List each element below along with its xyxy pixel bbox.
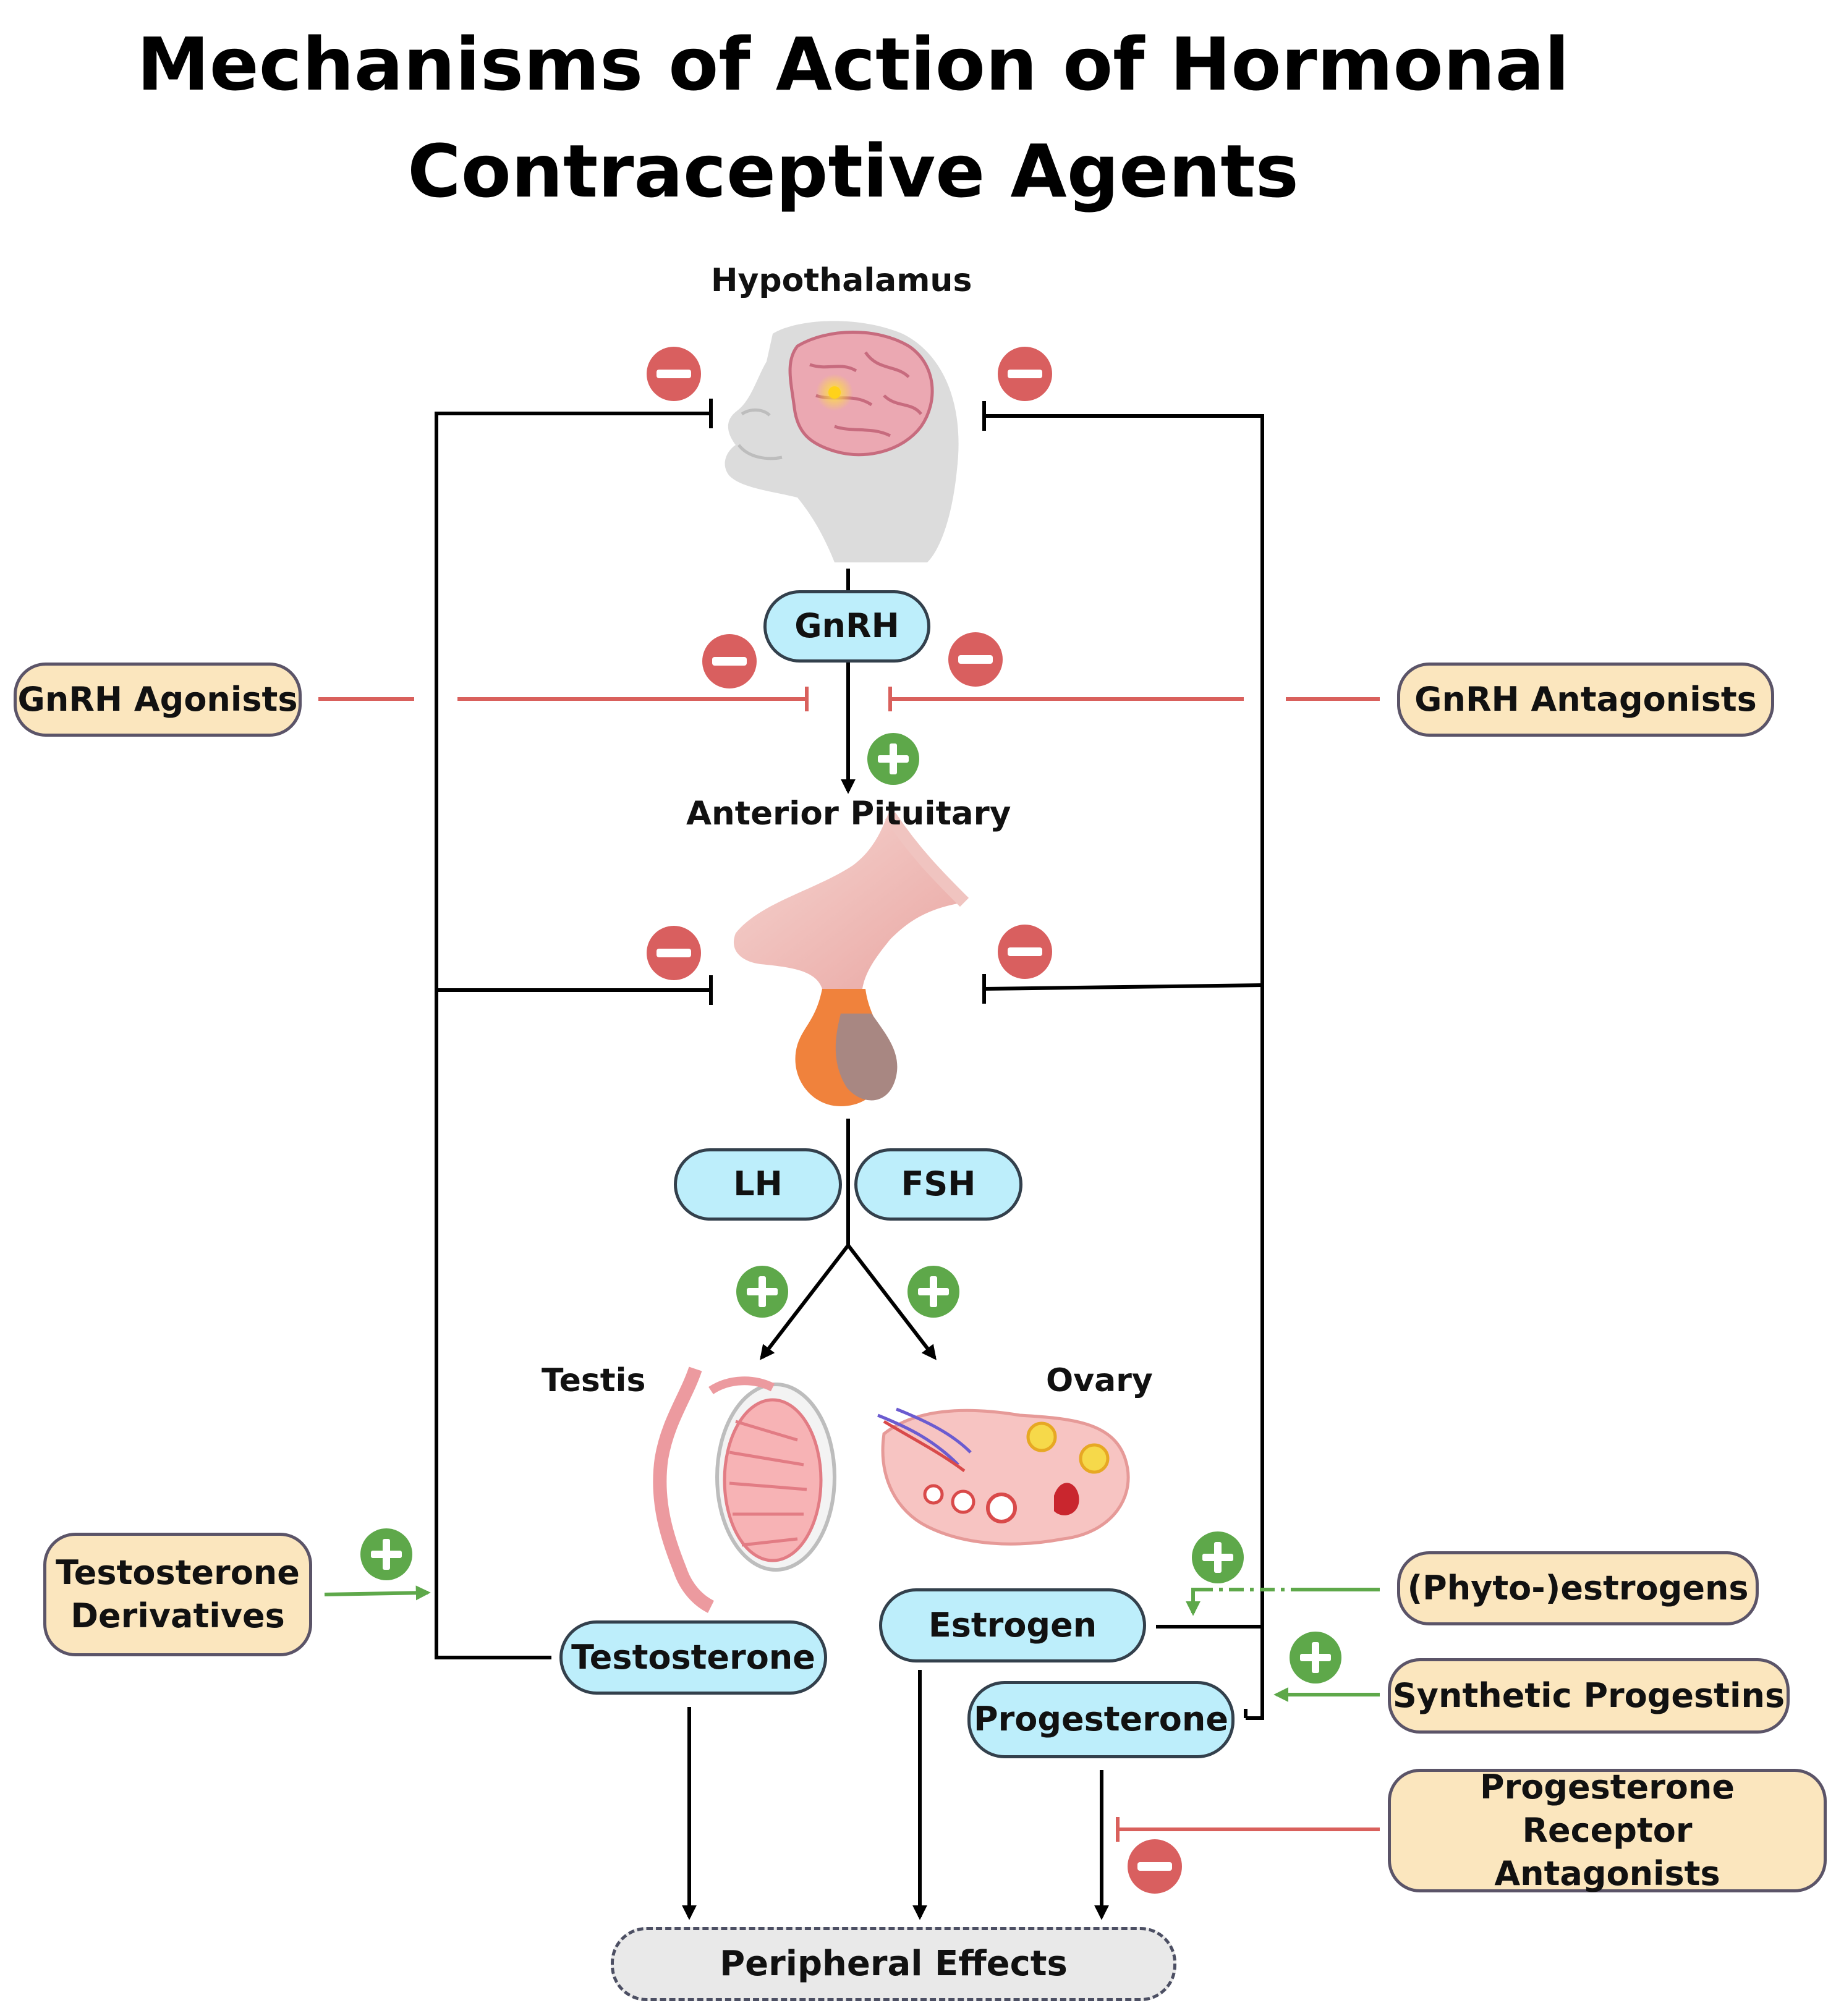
minus-badge-icon bbox=[647, 347, 701, 401]
minus-badge-icon bbox=[702, 634, 757, 688]
pr-antagonists-line-2: Antagonists bbox=[1494, 1854, 1720, 1894]
ovary-illustration bbox=[877, 1407, 1130, 1546]
estrogen-box: Estrogen bbox=[879, 1588, 1146, 1662]
fsh-box: FSH bbox=[854, 1148, 1022, 1221]
hypothalamus-label: Hypothalamus bbox=[711, 262, 972, 299]
ovary-label: Ovary bbox=[1046, 1362, 1153, 1399]
minus-badges bbox=[647, 347, 1182, 1894]
minus-badge-icon bbox=[647, 926, 701, 980]
testosterone-derivatives-line-1: Testosterone bbox=[56, 1552, 300, 1592]
testosterone-derivatives-line-2: Derivatives bbox=[70, 1596, 285, 1635]
lh-box: LH bbox=[674, 1148, 842, 1221]
plus-badge-icon bbox=[1192, 1531, 1244, 1583]
plus-badges bbox=[360, 733, 1341, 1684]
synthetic-progestins-box: Synthetic Progestins bbox=[1388, 1658, 1790, 1734]
testosterone-derivatives-box: Testosterone Derivatives bbox=[43, 1533, 312, 1656]
minus-badge-icon bbox=[998, 347, 1052, 401]
axis-lines bbox=[435, 399, 1264, 1920]
testis-illustration bbox=[653, 1366, 836, 1613]
plus-badge-icon bbox=[867, 733, 919, 785]
plus-badge-icon bbox=[360, 1528, 412, 1580]
page-title-line-1: Mechanisms of Action of Hormonal bbox=[137, 22, 1570, 107]
pituitary-illustration bbox=[733, 810, 969, 1106]
testis-label: Testis bbox=[542, 1362, 646, 1399]
hypothalamus-illustration bbox=[725, 321, 959, 562]
plus-badge-icon bbox=[1290, 1632, 1341, 1684]
gnrh-box: GnRH bbox=[763, 590, 930, 663]
minus-badge-icon bbox=[948, 632, 1003, 687]
progesterone-box: Progesterone bbox=[967, 1681, 1235, 1758]
peripheral-effects-box: Peripheral Effects bbox=[611, 1927, 1176, 2001]
testosterone-box: Testosterone bbox=[559, 1620, 827, 1695]
page-title-line-2: Contraceptive Agents bbox=[407, 129, 1299, 214]
anterior-pituitary-label: Anterior Pituitary bbox=[686, 795, 1011, 832]
gnrh-antagonists-box: GnRH Antagonists bbox=[1397, 663, 1774, 737]
phytoestrogens-box: (Phyto-)estrogens bbox=[1397, 1551, 1759, 1625]
pr-antagonists-line-1: Progesterone Receptor bbox=[1480, 1767, 1735, 1850]
pr-antagonists-box: Progesterone Receptor Antagonists bbox=[1388, 1767, 1827, 1894]
plus-badge-icon bbox=[736, 1266, 788, 1318]
plus-badge-icon bbox=[907, 1266, 959, 1318]
minus-badge-icon bbox=[998, 925, 1052, 979]
gnrh-agonists-box: GnRH Agonists bbox=[14, 663, 302, 737]
drug-action-lines bbox=[318, 687, 1380, 1842]
minus-badge-icon bbox=[1128, 1839, 1182, 1894]
